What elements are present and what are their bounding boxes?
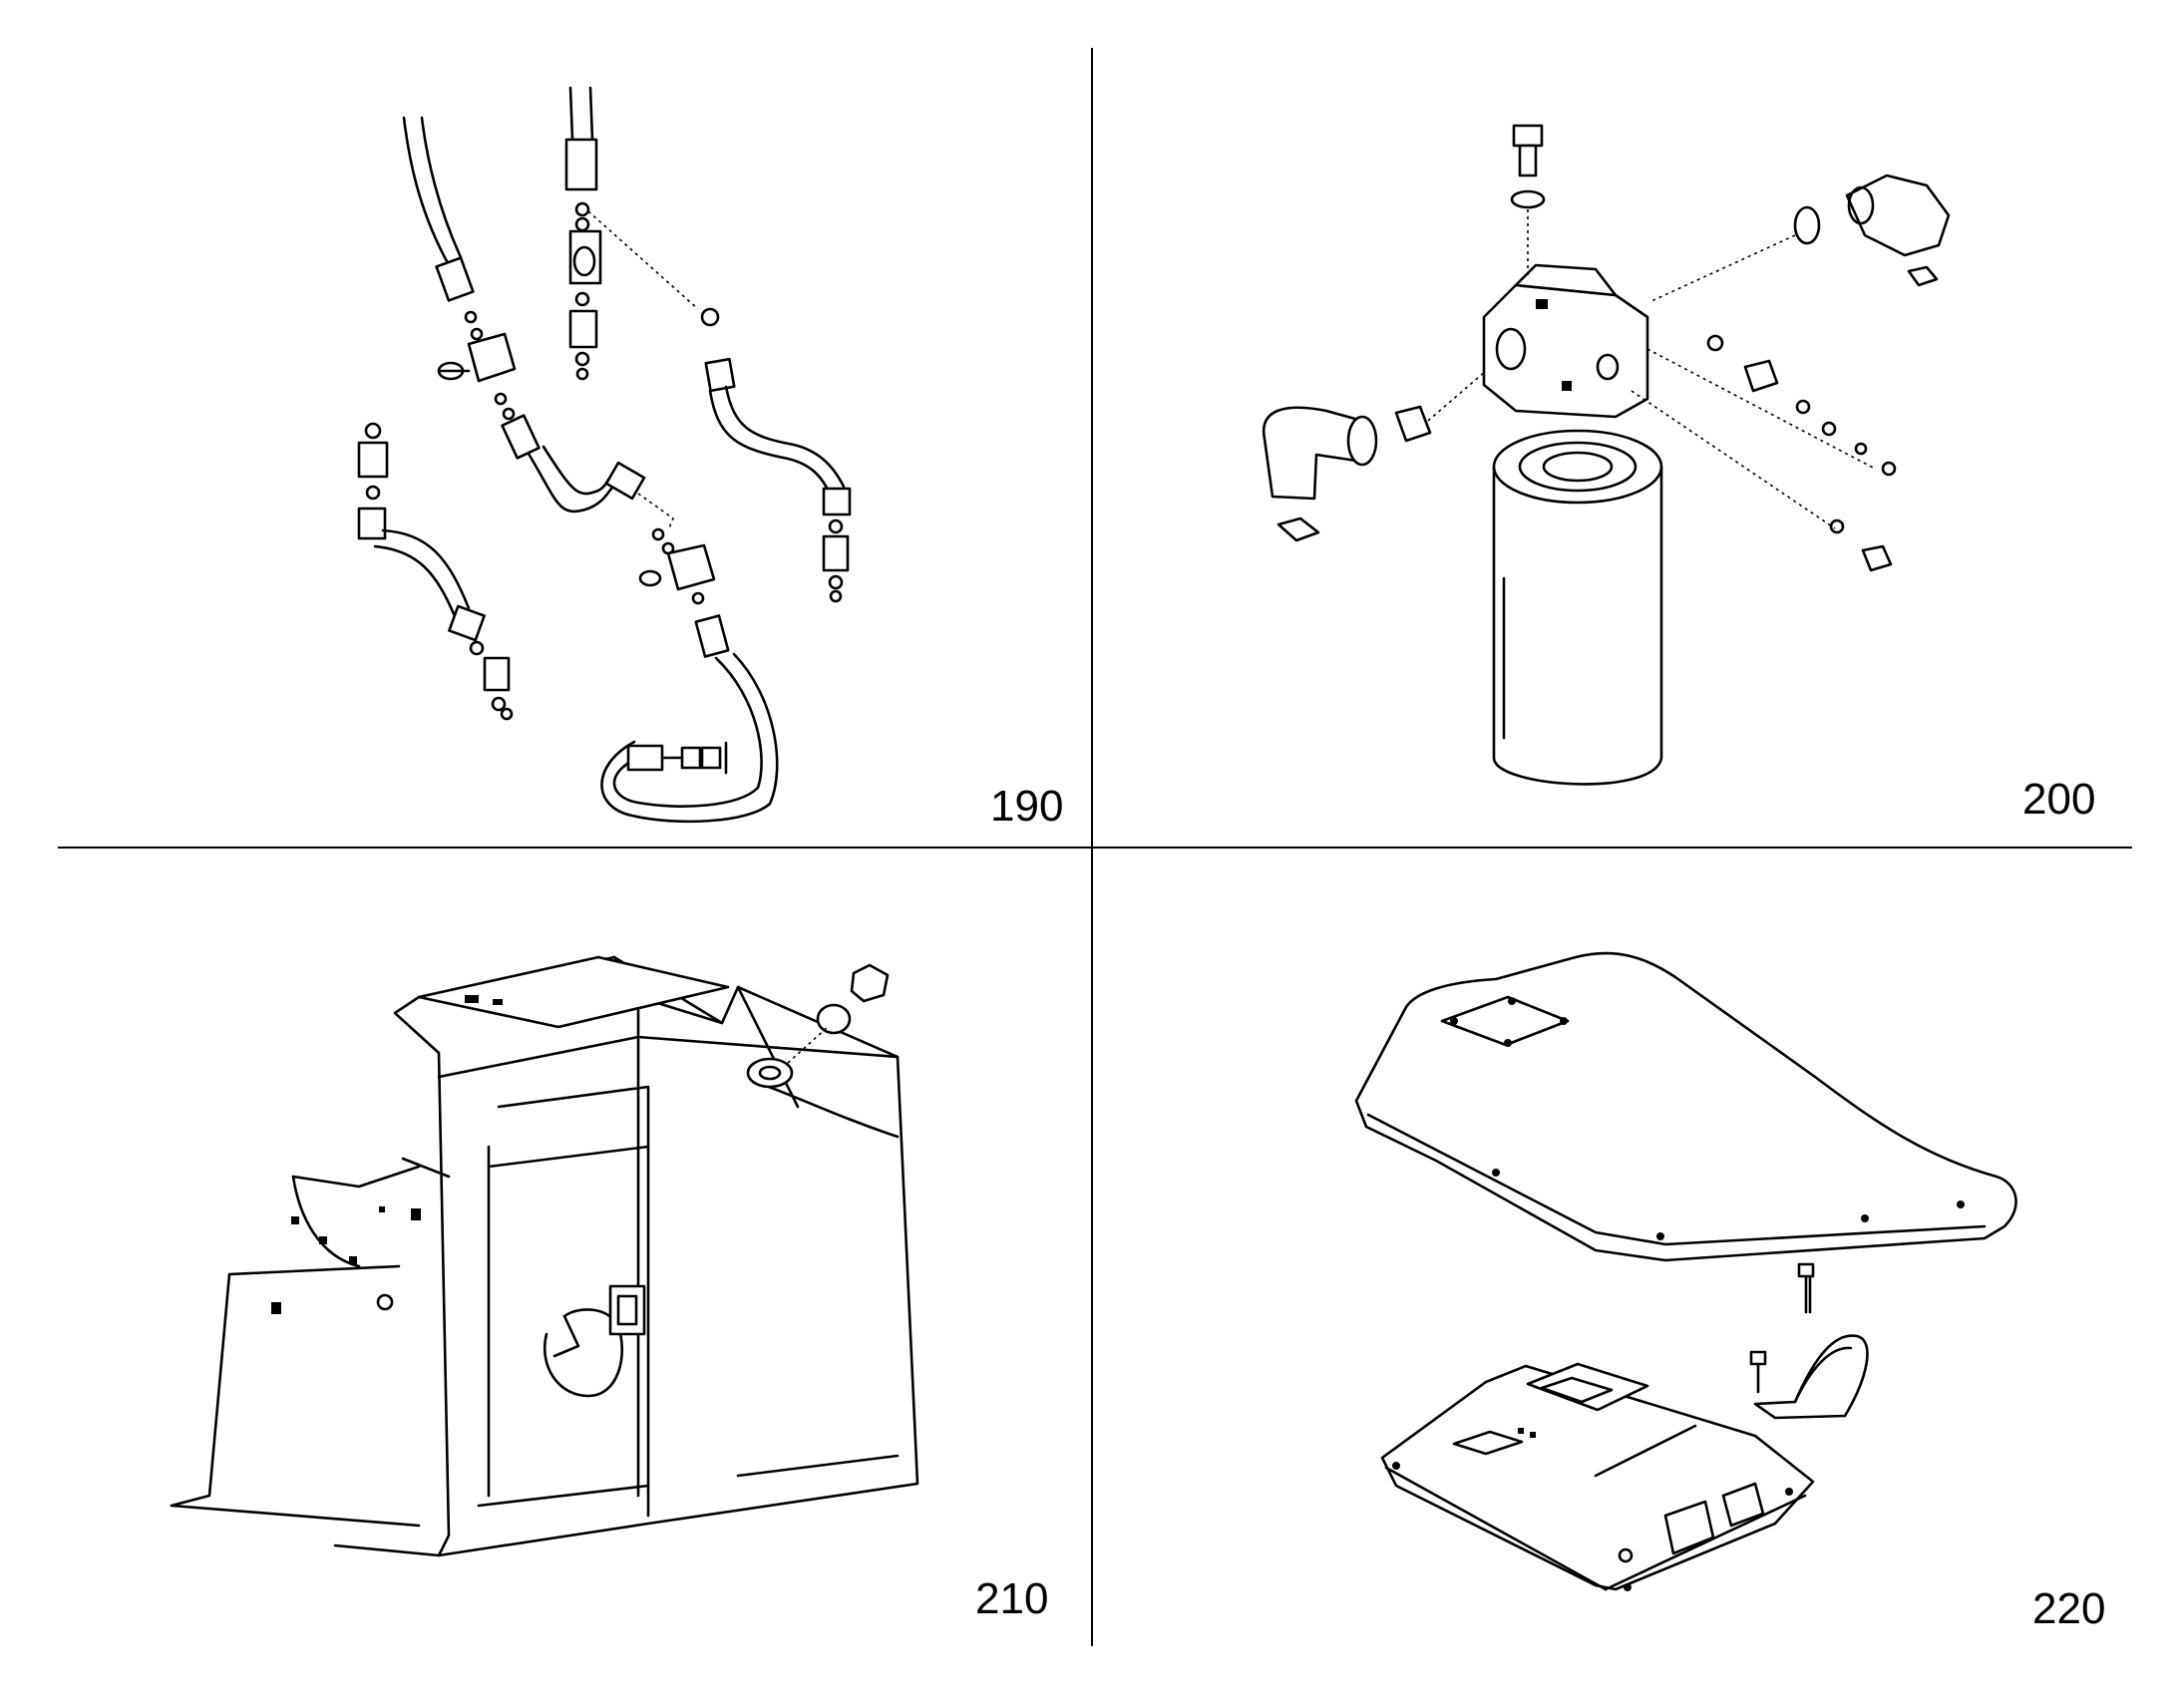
valve-block — [1482, 263, 1649, 419]
hose-left-short — [357, 422, 514, 721]
horizontal-divider — [58, 847, 2132, 849]
figure-number-200: 200 — [2022, 775, 2096, 824]
bracket-and-bolts — [1749, 1262, 1869, 1420]
hose-bottom-loop — [600, 527, 779, 824]
filter-canister — [1492, 429, 1663, 786]
hose-upper-center — [564, 86, 720, 381]
figure-number-190: 190 — [990, 782, 1064, 831]
figure-number-210: 210 — [975, 1574, 1049, 1623]
sensor-small-parts — [1631, 334, 1897, 572]
access-panel-with-gauge — [487, 1145, 650, 1398]
left-elbow-fitting — [1262, 370, 1487, 542]
module-cover — [1354, 951, 2017, 1262]
side-panel-dots — [271, 1206, 421, 1314]
hose-right — [704, 357, 852, 603]
hose-left-long — [402, 116, 674, 531]
right-elbow-fitting — [1650, 173, 1951, 302]
housing-top-plate — [417, 955, 730, 1029]
figure-number-220: 220 — [2032, 1584, 2106, 1633]
fuel-cap-parts — [746, 963, 890, 1089]
control-module-box — [1380, 1362, 1815, 1591]
top-bolt-and-washer — [1510, 124, 1546, 279]
